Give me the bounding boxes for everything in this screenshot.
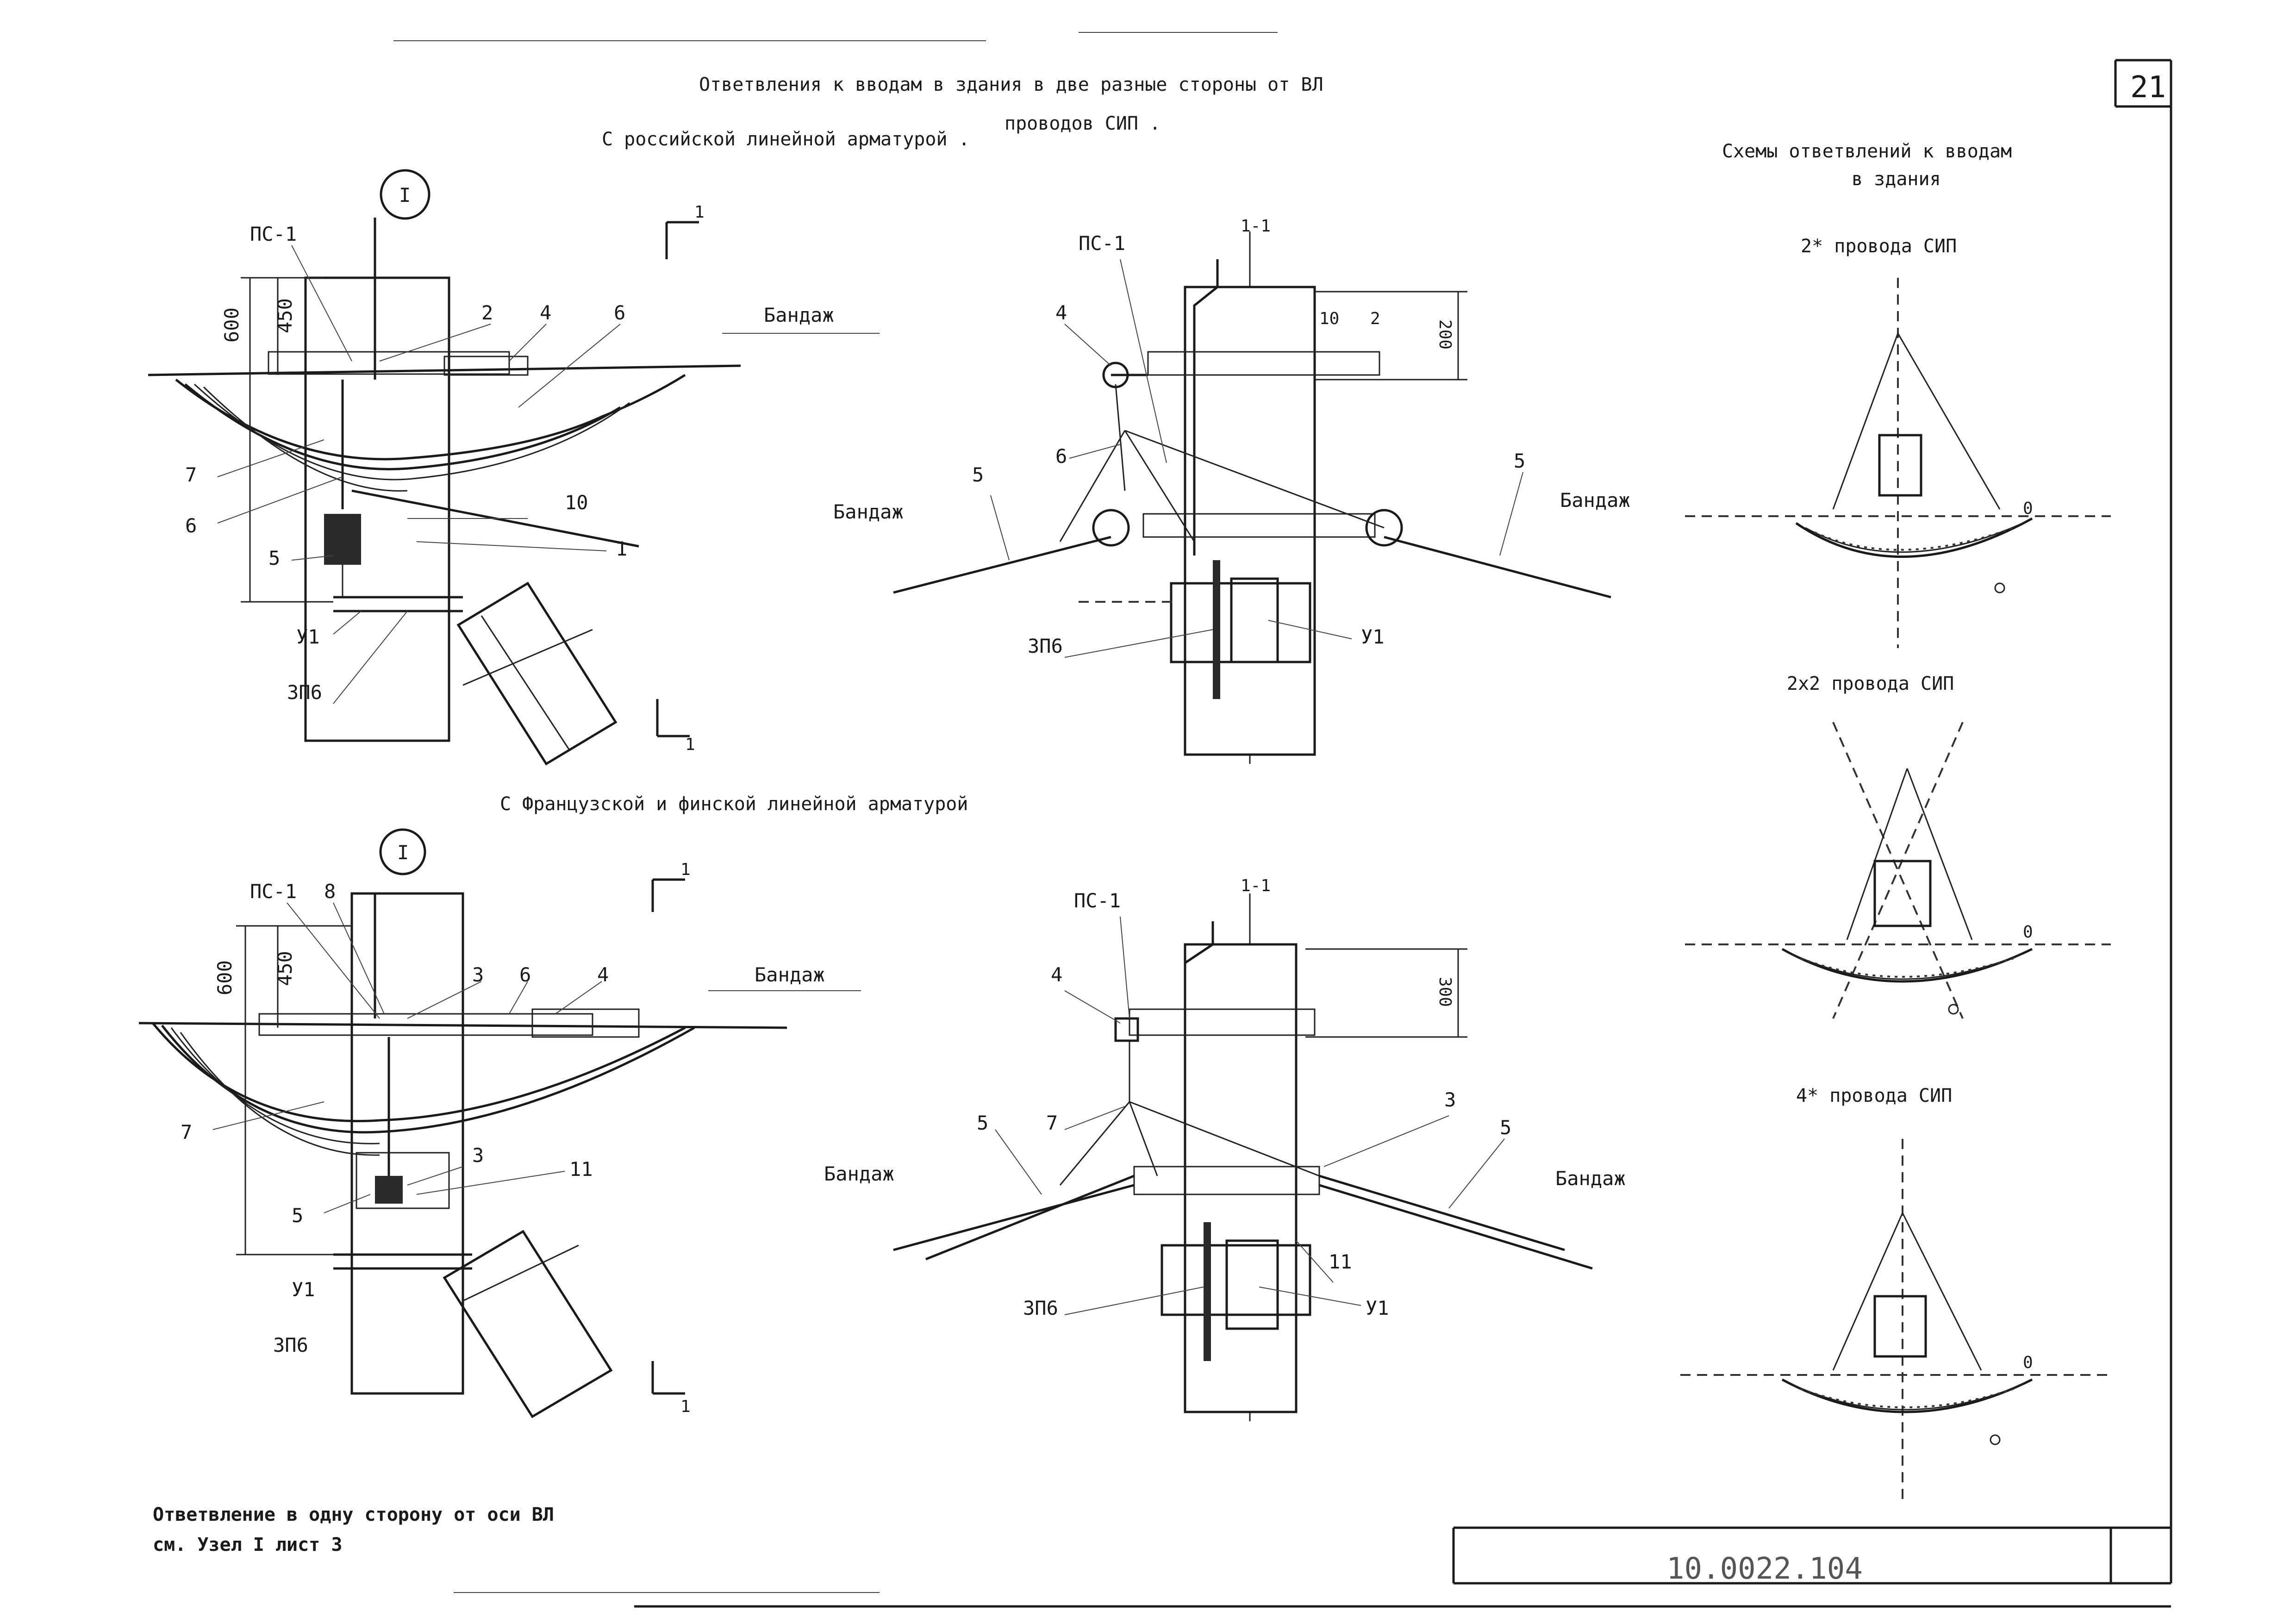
dim-450: 450 (274, 298, 296, 333)
label-3b-q3: 3 (472, 1144, 484, 1167)
label-6-q1: 6 (614, 301, 625, 324)
scheme-1-zero: 0 (2023, 499, 2033, 518)
label-4-q4: 4 (1051, 963, 1062, 986)
label-zp6-q4: ЗП6 (1023, 1297, 1058, 1319)
footer-note-line-2: см. Узел I лист 3 (153, 1534, 342, 1555)
label-6b-q1: 6 (185, 514, 197, 537)
label-7-q1: 7 (185, 463, 197, 486)
node-marker-label: I (399, 184, 411, 206)
cut-mark-bottom: 1 (685, 735, 695, 754)
label-section-q2: 1-1 (1241, 217, 1271, 236)
node-marker-label-2: I (397, 841, 409, 864)
diagram-french-section: 300 (893, 893, 1593, 1421)
label-10-q2: 10 (1319, 309, 1339, 328)
label-bandage-left-q2: Бандаж (833, 500, 904, 523)
label-6-q3: 6 (519, 963, 531, 986)
label-4-q3: 4 (597, 963, 609, 986)
scheme-3-caption: 4* провода СИП (1796, 1085, 1952, 1106)
scheme-2-diagram (1685, 722, 2111, 1019)
label-zp6-q3: ЗП6 (273, 1334, 308, 1356)
label-1-q1: 1 (616, 537, 627, 560)
label-5-q1: 5 (268, 547, 280, 569)
label-bandage-right-q2: Бандаж (1560, 489, 1630, 512)
label-7-q3: 7 (181, 1121, 192, 1143)
subtitle-russian-fittings: С российской линейной арматурой . (602, 129, 970, 150)
label-2-q1: 2 (481, 301, 493, 324)
label-3-q4: 3 (1444, 1088, 1456, 1111)
label-4-q2: 4 (1055, 301, 1067, 324)
dim-450-b: 450 (274, 951, 296, 986)
label-5-left-q2: 5 (972, 463, 984, 486)
label-2-q2: 2 (1370, 309, 1380, 328)
label-5-right-q4: 5 (1500, 1116, 1511, 1139)
label-11-q4: 11 (1329, 1250, 1352, 1273)
scheme-2-caption: 2х2 провода СИП (1787, 673, 1954, 694)
label-10-q1: 10 (565, 491, 588, 514)
diagram-russian-front-view: I 600 450 1 1 (148, 169, 880, 766)
dim-600: 600 (220, 307, 243, 343)
label-u1-q2: У1 (1361, 625, 1385, 648)
dim-200: 200 (1435, 319, 1454, 350)
label-ps1-q4: ПС-1 (1074, 889, 1121, 912)
label-ps1-q2: ПС-1 (1079, 232, 1125, 255)
title-line-2: проводов СИП . (1004, 113, 1160, 134)
cut-mark-top: 1 (694, 203, 705, 222)
node-marker-circle-2 (379, 828, 426, 875)
label-zp6-q2: ЗП6 (1028, 635, 1063, 657)
footer-note-line-1: Ответвление в одну сторону от оси ВЛ (153, 1504, 554, 1525)
node-marker-circle (380, 169, 430, 220)
title-line-1: Ответвления к вводам в здания в две разн… (699, 74, 1323, 95)
label-4-q1: 4 (540, 301, 551, 324)
label-8-q3: 8 (324, 880, 336, 903)
label-u1-q4: У1 (1366, 1297, 1389, 1319)
label-bandage-left-q4: Бандаж (824, 1162, 894, 1185)
dim-300: 300 (1435, 977, 1454, 1007)
diagram-french-front-view: I 600 450 1 1 (138, 828, 861, 1418)
label-11-q3: 11 (569, 1158, 593, 1181)
label-7-q4: 7 (1046, 1112, 1058, 1134)
label-zp6-q1: ЗП6 (287, 681, 322, 704)
label-u1-q3: У1 (292, 1278, 315, 1301)
label-5-q3: 5 (292, 1204, 303, 1227)
subtitle-french-finnish-fittings: С Французской и финской линейной арматур… (500, 793, 968, 815)
label-6-q2: 6 (1055, 445, 1067, 468)
label-u1-q1: У1 (296, 625, 320, 648)
document-code: 10.0022.104 (1666, 1552, 1863, 1586)
scheme-2-zero: 0 (2023, 923, 2033, 942)
scheme-3-zero: 0 (2023, 1353, 2033, 1372)
label-bandage-q1: Бандаж (764, 304, 834, 326)
label-section-q4: 1-1 (1241, 876, 1271, 895)
sheet-frame (393, 32, 2172, 1608)
schemes-title-line-2: в здания (1852, 169, 1941, 190)
dim-600-b: 600 (213, 960, 236, 995)
schemes-title-line-1: Схемы ответвлений к вводам (1722, 141, 2012, 162)
cut-mark-top-2: 1 (680, 860, 691, 879)
scheme-3-diagram (1680, 1139, 2111, 1505)
cut-mark-bottom-2: 1 (680, 1397, 691, 1416)
scheme-1-diagram (1685, 278, 2111, 648)
label-5-left-q4: 5 (977, 1112, 988, 1134)
label-bandage-q3: Бандаж (755, 963, 825, 986)
scheme-1-caption: 2* провода СИП (1801, 236, 1957, 257)
diagram-russian-section: 200 (893, 231, 1611, 764)
label-3-q3: 3 (472, 963, 484, 986)
label-5-right-q2: 5 (1514, 450, 1525, 472)
label-ps1-q3: ПС-1 (250, 880, 297, 903)
label-ps1-q1: ПС-1 (250, 223, 297, 245)
label-bandage-right-q4: Бандаж (1555, 1167, 1626, 1190)
sheet-number: 21 (2130, 70, 2166, 105)
